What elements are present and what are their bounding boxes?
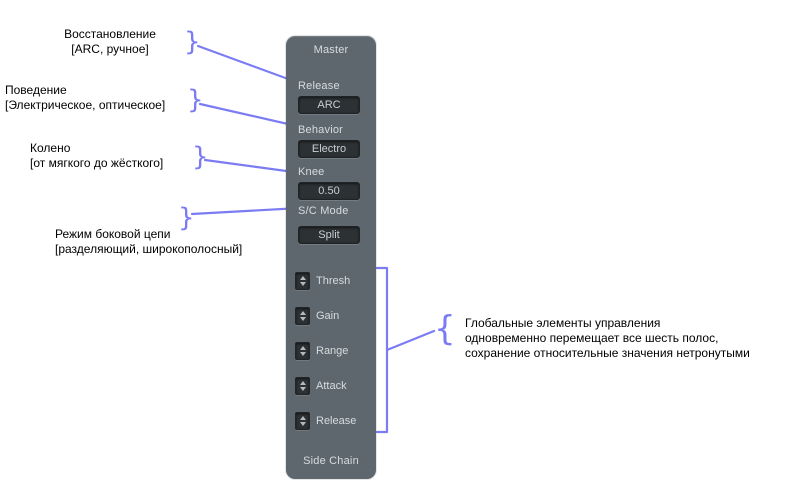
stepper-group-bracket bbox=[375, 266, 389, 434]
brace-behavior-icon: } bbox=[187, 85, 204, 115]
annotation-knee: Колено [от мягкого до жёсткого] bbox=[30, 141, 163, 171]
annotation-release-line2: [ARC, ручное] bbox=[71, 42, 149, 56]
stepper-row-range: Range bbox=[295, 342, 348, 360]
annotation-release-line1: Восстановление bbox=[64, 27, 156, 41]
attack-label: Attack bbox=[316, 380, 347, 392]
annotation-global-line1: Глобальные элементы управления bbox=[465, 316, 661, 330]
gain-label: Gain bbox=[316, 310, 340, 322]
stepper-down-icon[interactable] bbox=[299, 282, 306, 286]
sc-mode-button[interactable]: Split bbox=[298, 226, 360, 244]
stepper-up-icon[interactable] bbox=[299, 276, 306, 280]
side-chain-label: Side Chain bbox=[303, 455, 359, 467]
release-stepper[interactable] bbox=[295, 412, 310, 430]
thresh-label: Thresh bbox=[316, 275, 351, 287]
callout-line-release bbox=[196, 44, 301, 85]
stepper-down-icon[interactable] bbox=[299, 387, 306, 391]
stepper-row-thresh: Thresh bbox=[295, 272, 350, 290]
behavior-label: Behavior bbox=[298, 124, 344, 136]
callout-line-global bbox=[385, 329, 436, 352]
annotation-sc-mode: Режим боковой цепи [разделяющий, широкоп… bbox=[55, 227, 242, 257]
attack-stepper[interactable] bbox=[295, 377, 310, 395]
annotation-sc-mode-line1: Режим боковой цепи bbox=[55, 227, 171, 241]
brace-global-icon: { bbox=[434, 309, 456, 349]
stepper-row-release: Release bbox=[295, 412, 356, 430]
range-label: Range bbox=[316, 345, 349, 357]
sc-mode-label: S/C Mode bbox=[298, 205, 349, 217]
annotation-release: Восстановление [ARC, ручное] bbox=[30, 27, 190, 57]
stepper-up-icon[interactable] bbox=[299, 311, 306, 315]
annotation-behavior: Поведение [Электрическое, оптическое] bbox=[5, 83, 165, 113]
panel-title: Master bbox=[313, 44, 349, 56]
stepper-row-attack: Attack bbox=[295, 377, 347, 395]
annotation-global-line3: сохранение относительные значения нетрон… bbox=[465, 346, 750, 360]
annotation-knee-line1: Колено bbox=[30, 141, 71, 155]
annotation-behavior-line1: Поведение bbox=[5, 83, 67, 97]
callout-line-sc-mode bbox=[190, 206, 302, 216]
knee-value-button[interactable]: 0.50 bbox=[298, 182, 360, 200]
stepper-down-icon[interactable] bbox=[299, 422, 306, 426]
annotation-global-line2: одновременно перемещает все шесть полос, bbox=[465, 331, 719, 345]
stepper-down-icon[interactable] bbox=[299, 317, 306, 321]
gain-stepper[interactable] bbox=[295, 307, 310, 325]
stepper-row-gain: Gain bbox=[295, 307, 339, 325]
release-label: Release bbox=[298, 80, 340, 92]
annotation-knee-line2: [от мягкого до жёсткого] bbox=[30, 156, 164, 170]
annotation-behavior-line2: [Электрическое, оптическое] bbox=[5, 98, 166, 112]
range-stepper[interactable] bbox=[295, 342, 310, 360]
release-stepper-label: Release bbox=[316, 415, 357, 427]
stepper-down-icon[interactable] bbox=[299, 352, 306, 356]
stepper-up-icon[interactable] bbox=[299, 381, 306, 385]
brace-knee-icon: } bbox=[192, 142, 209, 172]
stepper-up-icon[interactable] bbox=[299, 346, 306, 350]
thresh-stepper[interactable] bbox=[295, 272, 310, 290]
master-panel: Master Release ARC Behavior Electro Knee… bbox=[286, 36, 376, 479]
annotation-global-controls: Глобальные элементы управления одновреме… bbox=[465, 316, 750, 361]
knee-label: Knee bbox=[298, 166, 325, 178]
annotation-sc-mode-line2: [разделяющий, широкополосный] bbox=[55, 242, 243, 256]
behavior-mode-button[interactable]: Electro bbox=[298, 140, 360, 158]
release-mode-button[interactable]: ARC bbox=[298, 96, 360, 114]
stepper-up-icon[interactable] bbox=[299, 416, 306, 420]
